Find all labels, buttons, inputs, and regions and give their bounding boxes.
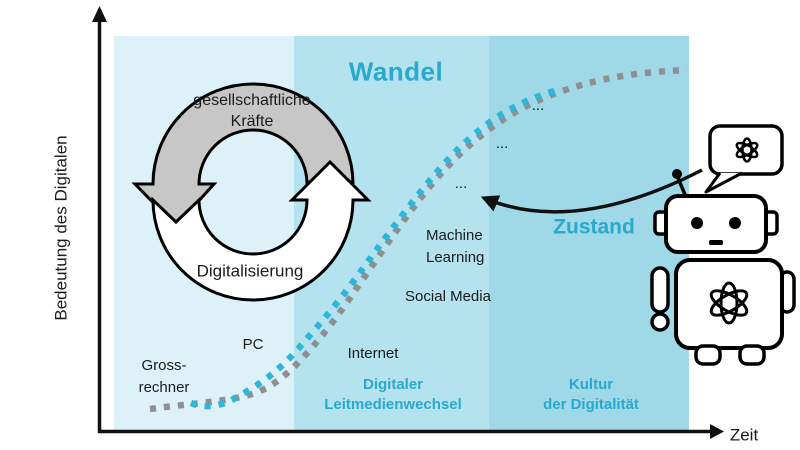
x-axis-arrow-icon <box>710 424 724 439</box>
cycle-bottom-label: Digitalisierung <box>196 261 304 281</box>
zustand-label: Zustand <box>553 215 635 239</box>
milestone-internet: Internet <box>347 344 399 362</box>
cycle-bottom-arrow <box>151 159 372 302</box>
robot-eye-left <box>691 217 703 229</box>
openai-flower-icon <box>735 137 759 163</box>
x-axis <box>98 424 724 439</box>
milestone-social-media: Social Media <box>405 287 491 305</box>
y-axis-arrow-icon <box>92 6 107 22</box>
phase-label-leitmedienwechsel-line1: Digitaler <box>362 375 424 393</box>
cycle-diagram <box>131 82 372 302</box>
openai-robot-icon <box>650 124 796 366</box>
milestone-machine-learning-line1: Machine <box>426 226 483 244</box>
robot-foot-left <box>694 344 722 366</box>
openai-flower-icon <box>709 281 749 325</box>
milestone-machine-learning-line2: Learning <box>426 248 485 266</box>
cycle-top-arrow <box>131 82 355 229</box>
gray-dotted-curve <box>149 66 688 413</box>
milestone-dots-3: ... <box>454 174 468 192</box>
milestone-grossrechner-line1: Gross- <box>141 356 187 374</box>
robot-eye-right <box>729 217 741 229</box>
robot-head <box>664 194 768 254</box>
phase-label-kultur-line1: Kultur <box>568 375 614 393</box>
y-axis <box>92 6 107 433</box>
phase-label-kultur-line2: der Digitalität <box>543 395 639 413</box>
cycle-top-label-line2: Kräfte <box>230 113 274 131</box>
cycle-top-label-line1: gesellschaftliche <box>193 92 311 110</box>
robot-arm-left <box>650 266 670 314</box>
phase-label-leitmedienwechsel-line2: Leitmedienwechsel <box>324 395 462 413</box>
y-axis-label: Bedeutung des Digitalen <box>51 135 71 321</box>
milestone-dots-2: ... <box>495 134 509 152</box>
zustand-arrow <box>480 168 703 214</box>
milestone-grossrechner-line2: rechner <box>138 378 190 396</box>
x-axis-label: Zeit <box>729 425 759 445</box>
speech-bubble-icon <box>704 124 784 194</box>
robot-hand-left <box>650 312 670 332</box>
diagram-title: Wandel <box>348 56 444 87</box>
robot-mouth <box>709 240 723 245</box>
milestone-dots-1: ... <box>531 96 545 114</box>
robot-antenna <box>676 177 688 198</box>
robot-body <box>674 258 784 350</box>
milestone-pc: PC <box>242 335 264 353</box>
robot-foot-right <box>738 344 766 366</box>
